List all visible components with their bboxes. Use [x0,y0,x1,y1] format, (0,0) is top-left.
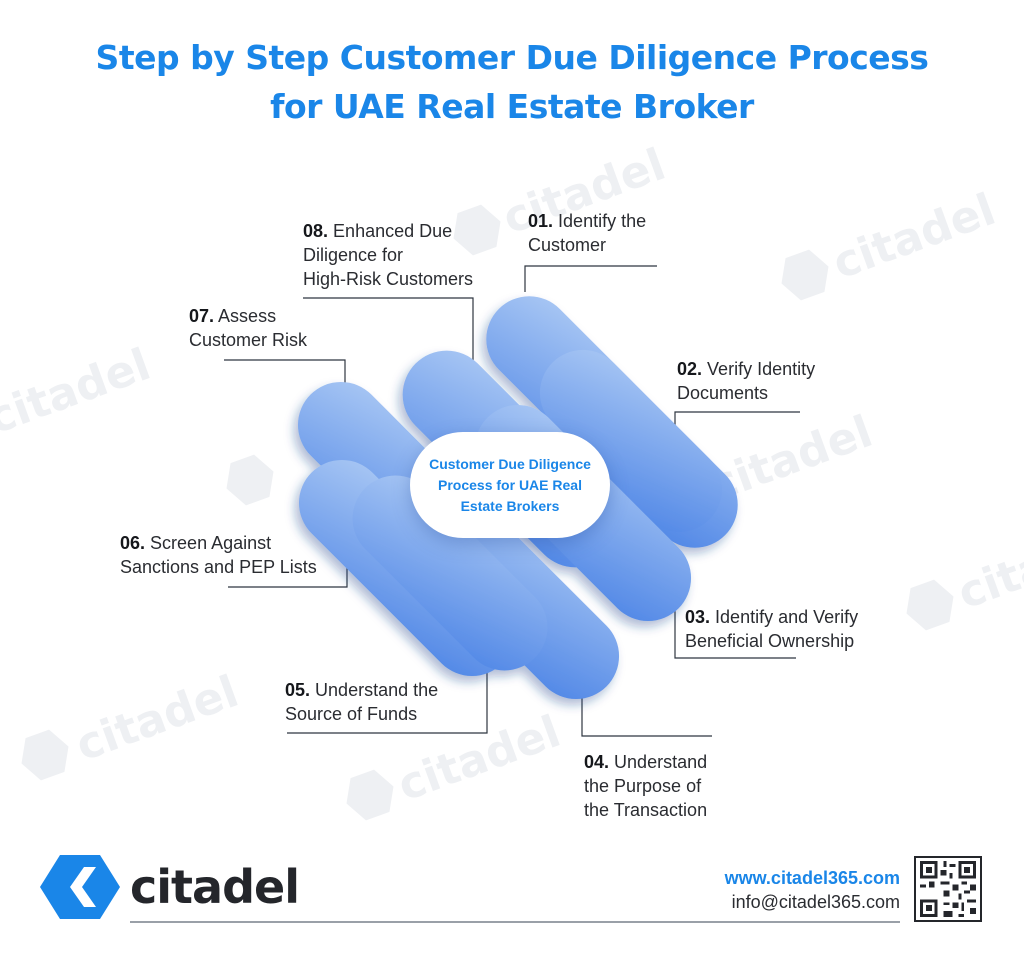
step-text: Screen Against [150,533,272,553]
step-number: 06. [120,533,146,553]
step-number: 04. [584,752,610,772]
step-label-06: 06. Screen Against Sanctions and PEP Lis… [120,531,317,579]
step-text: Customer [528,235,607,255]
connector-step-01 [524,265,657,292]
step-text: Enhanced Due [333,221,453,241]
citadel-hexagon-logo-icon [40,853,120,921]
step-label-02: 02. Verify Identity Documents [677,357,815,405]
step-text: Verify Identity [707,359,816,379]
center-label-pill: Customer Due Diligence Process for UAE R… [410,432,610,538]
step-label-03: 03. Identify and Verify Beneficial Owner… [685,605,858,653]
step-number: 07. [189,306,215,326]
step-text: Understand [614,752,708,772]
step-number: 01. [528,211,554,231]
step-text: Source of Funds [285,704,418,724]
brand-logo: citadel [40,853,300,921]
step-text: Sanctions and PEP Lists [120,557,317,577]
step-text: High-Risk Customers [303,269,474,289]
step-label-05: 05. Understand the Source of Funds [285,678,438,726]
step-number: 08. [303,221,329,241]
email-link[interactable]: info@citadel365.com [731,892,900,912]
step-text: Assess [218,306,277,326]
connector-step-05 [287,652,488,734]
step-text: Beneficial Ownership [685,631,855,651]
step-text: Diligence for [303,245,404,265]
step-label-04: 04. Understand the Purpose of the Transa… [584,750,707,822]
page-title-line-1: Step by Step Customer Due Diligence Proc… [95,38,929,77]
step-text: Customer Risk [189,330,308,350]
step-label-07: 07. Assess Customer Risk [189,304,307,352]
step-label-01: 01. Identify the Customer [528,209,646,257]
step-text: Identify and Verify [715,607,859,627]
pill-step-05 [352,475,548,671]
brand-name: citadel [130,860,300,914]
step-number: 05. [285,680,311,700]
step-text: Identify the [558,211,647,231]
step-label-08: 08. Enhanced Due Diligence for High-Risk… [303,219,473,291]
connector-step-08 [303,297,474,360]
step-text: the Purpose of [584,776,702,796]
step-text: Understand the [315,680,439,700]
website-link[interactable]: www.citadel365.com [724,868,900,888]
qr-code-icon [914,856,982,922]
center-label-text: Customer Due Diligence Process for UAE R… [429,455,591,514]
page-title-line-2: for UAE Real Estate Broker [270,87,754,126]
connector-step-07 [224,359,346,384]
footer-divider [130,921,900,923]
step-number: 02. [677,359,703,379]
contact-info: www.citadel365.com info@citadel365.com [725,866,900,914]
step-text: the Transaction [584,800,708,820]
step-number: 03. [685,607,711,627]
pill-step-02 [539,349,723,533]
step-text: Documents [677,383,769,403]
